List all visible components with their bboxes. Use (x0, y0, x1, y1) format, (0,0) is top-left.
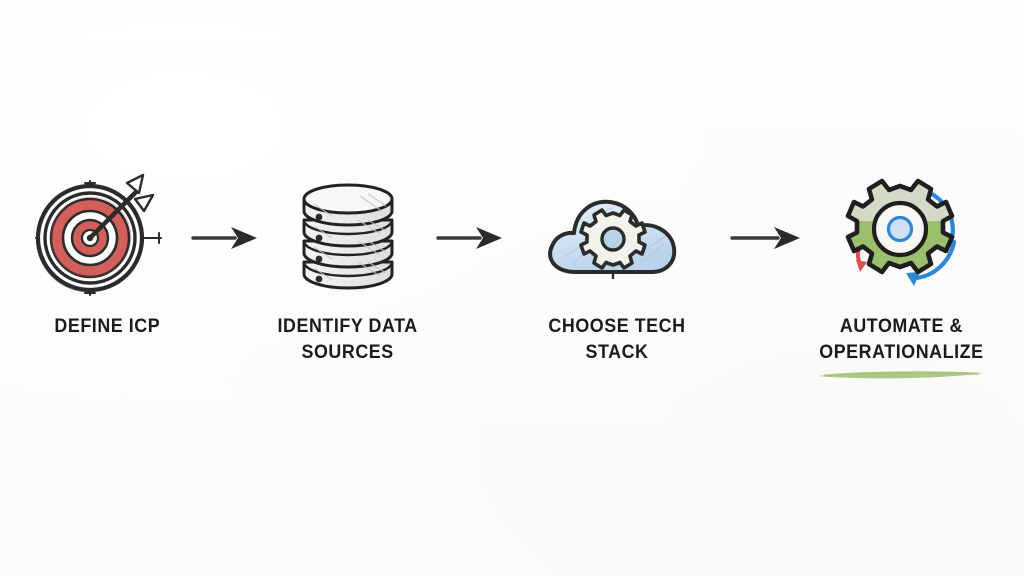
flow-step-choose-tech-stack[interactable]: CHOOSE TECH STACK (508, 178, 726, 365)
flow-step-label: CHOOSE TECH STACK (548, 316, 686, 363)
arrow-right-icon (186, 178, 264, 298)
flow-step-label: IDENTIFY DATA SOURCES (277, 316, 419, 363)
flow-step-label: AUTOMATE & OPERATIONALIZE (818, 316, 984, 363)
database-icon (288, 178, 408, 298)
arrow-right-icon (432, 178, 508, 298)
flow-step-automate-operationalize[interactable]: AUTOMATE & OPERATIONALIZE (806, 178, 996, 379)
cloud-gear-icon (532, 178, 702, 298)
gear-refresh-icon (826, 178, 976, 298)
flow-step-define-icp[interactable]: DEFINE ICP (28, 173, 186, 340)
arrow-right-icon (726, 178, 806, 298)
highlight-underline (814, 367, 989, 379)
target-arrow-icon (32, 173, 182, 298)
flow-step-identify-data-sources[interactable]: IDENTIFY DATA SOURCES (264, 178, 432, 365)
flow-step-label: DEFINE ICP (54, 316, 160, 337)
